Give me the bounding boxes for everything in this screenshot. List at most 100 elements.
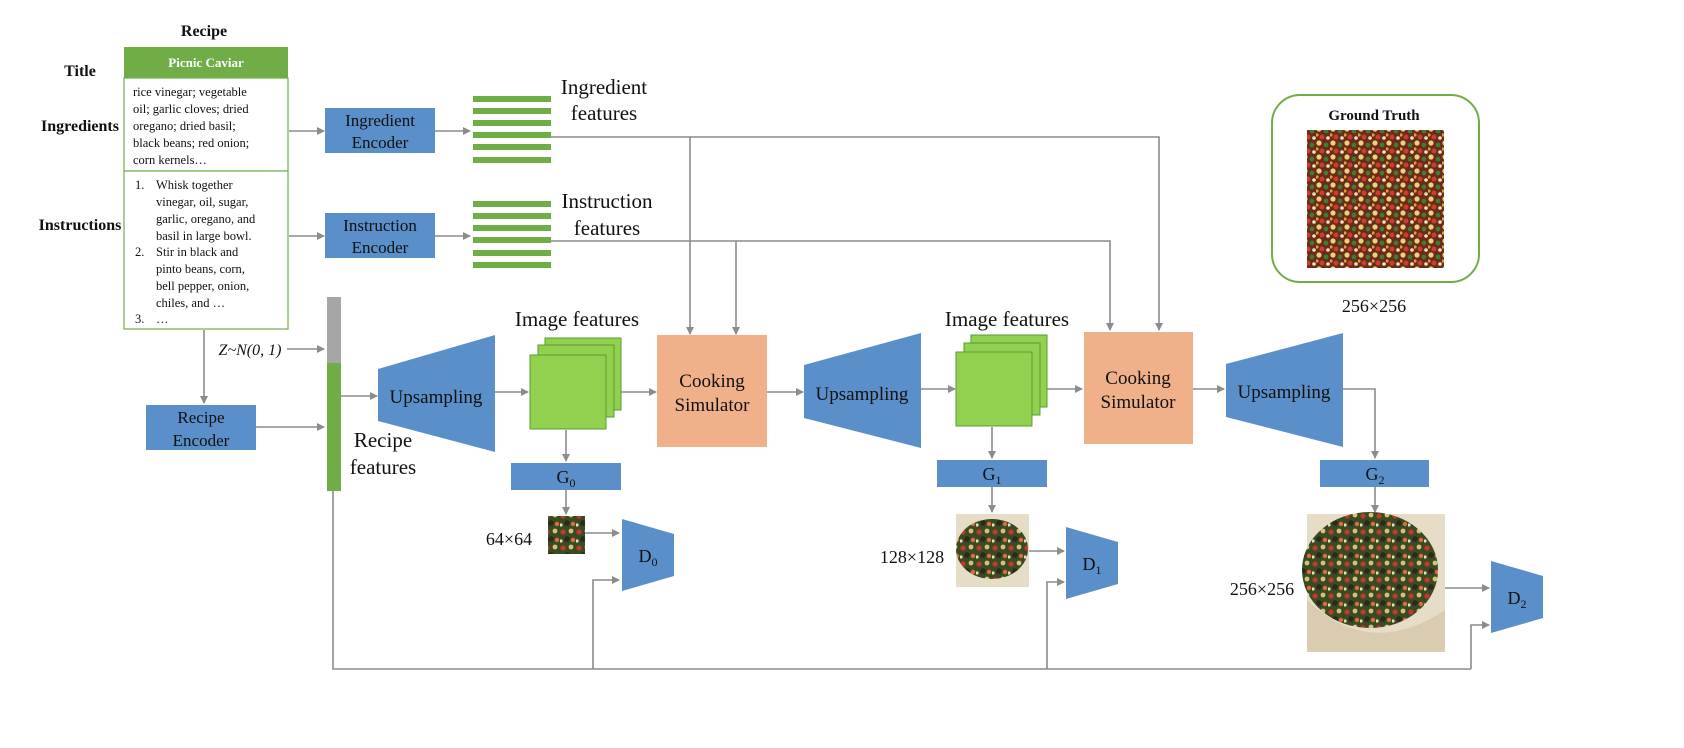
instruction-encoder: Instruction Encoder <box>325 213 435 258</box>
ingredient-encoder-label: Ingredient <box>345 111 415 130</box>
arrow-cond-to-d0 <box>592 576 620 669</box>
discriminator-d1: D1 <box>1066 527 1118 599</box>
generator-g0: G0 <box>511 463 621 490</box>
resolution-label-64: 64×64 <box>486 529 532 549</box>
instruction-features-stripes <box>473 201 551 268</box>
instruction-line: chiles, and … <box>156 296 225 310</box>
connectors <box>200 127 1490 670</box>
generator-g1: G1 <box>937 460 1047 487</box>
row-title-title: Title <box>64 63 96 80</box>
ingredient-features-stripes <box>473 96 551 163</box>
ingredient-features-label: Ingredient <box>561 75 647 99</box>
generator-g0-box <box>511 463 621 490</box>
arrow-instr-features-to-sim2 <box>736 240 1114 331</box>
instruction-encoder-label: Encoder <box>352 238 409 257</box>
instruction-line: basil in large bowl. <box>156 229 252 243</box>
discriminator-d0-shape <box>622 519 674 591</box>
instruction-encoder-box <box>325 213 435 258</box>
ingredient-features-label: features <box>571 101 637 125</box>
ingredients-line: oregano; dried basil; <box>133 119 236 133</box>
row-title-instructions: Instructions <box>39 217 122 234</box>
line-recipe-features-bottom <box>332 491 1471 670</box>
upsampling-label-3: Upsampling <box>1238 382 1331 403</box>
upsampling-block-2 <box>804 333 921 448</box>
arrow-cond-to-d2 <box>1470 621 1490 669</box>
instruction-line: Whisk together <box>156 178 234 192</box>
generated-image-64 <box>548 516 585 554</box>
row-title-ingredients: Ingredients <box>41 118 119 135</box>
recipe-title-text: Picnic Caviar <box>168 55 244 70</box>
recipe-encoder-label: Encoder <box>173 431 230 450</box>
ground-truth-image <box>1307 130 1444 268</box>
generator-g1-label: G1 <box>983 464 1002 487</box>
arrow-ingr-features-to-sim2 <box>690 136 1163 331</box>
recipe-features-label: Recipe <box>354 428 412 452</box>
generator-g1-box <box>937 460 1047 487</box>
instruction-line: pinto beans, corn, <box>156 262 245 276</box>
discriminator-d1-shape <box>1066 527 1118 599</box>
upsampling-label-2: Upsampling <box>816 384 909 405</box>
instruction-features-label: Instruction <box>562 189 653 213</box>
cooking-simulator-2: Cooking Simulator <box>1084 332 1193 444</box>
cooking-simulator-label-1: Simulator <box>675 395 751 416</box>
cooking-simulator-box-2 <box>1084 332 1193 444</box>
instruction-line: vinegar, oil, sugar, <box>156 195 248 209</box>
discriminator-d2-label: D2 <box>1508 588 1527 611</box>
instruction-encoder-label: Instruction <box>343 216 417 235</box>
instruction-number: 1. <box>135 178 144 192</box>
recipe-title-bar <box>124 47 288 78</box>
generator-g2-label: G2 <box>1366 464 1385 487</box>
arrow-cond-to-d1 <box>1046 578 1065 669</box>
recipe-features-label: features <box>350 455 416 479</box>
discriminator-d0-label: D0 <box>639 546 658 569</box>
recipe-header: Recipe <box>181 23 227 40</box>
ground-truth-resolution: 256×256 <box>1342 296 1406 316</box>
generator-g0-label: G0 <box>557 467 576 490</box>
ground-truth-label: Ground Truth <box>1328 108 1420 124</box>
discriminator-d2-shape <box>1491 561 1543 633</box>
ingredients-line: black beans; red onion; <box>133 136 249 150</box>
recipe-encoder: Recipe Encoder <box>146 405 256 450</box>
image-features-stack-1 <box>529 337 622 430</box>
ingredient-encoder-box <box>325 108 435 153</box>
resolution-label-128: 128×128 <box>880 547 944 567</box>
upsampling-block-1 <box>378 335 495 452</box>
generator-g2-box <box>1320 460 1429 487</box>
image-features-label-1: Image features <box>515 307 639 331</box>
discriminator-d2: D2 <box>1491 561 1543 633</box>
discriminator-d0: D0 <box>622 519 674 591</box>
recipe-text-box <box>123 77 289 330</box>
instruction-number: 3. <box>135 312 144 326</box>
instruction-line: garlic, oregano, and <box>156 212 256 226</box>
upsampling-label-1: Upsampling <box>390 387 483 408</box>
noise-vector-segment <box>327 297 341 363</box>
cooking-simulator-label-2: Cooking <box>1105 368 1171 389</box>
discriminator-d1-label: D1 <box>1083 554 1102 577</box>
generated-image-256 <box>1302 512 1445 652</box>
ground-truth-panel: Ground Truth <box>1271 94 1480 283</box>
recipe-feature-vector <box>327 363 341 491</box>
ingredients-text: rice vinegar; vegetable oil; garlic clov… <box>133 85 249 167</box>
ingredient-encoder: Ingredient Encoder <box>325 108 435 153</box>
arrow-up3-to-g2 <box>1343 388 1379 459</box>
ingredients-line: corn kernels… <box>133 153 207 167</box>
instructions-text: 1. Whisk together vinegar, oil, sugar, g… <box>135 178 256 326</box>
recipe-encoder-label: Recipe <box>177 408 224 427</box>
instruction-line: bell pepper, onion, <box>156 279 249 293</box>
generator-g2: G2 <box>1320 460 1429 487</box>
ingredient-encoder-label: Encoder <box>352 133 409 152</box>
cooking-simulator-box-1 <box>657 335 767 447</box>
cooking-simulator-1: Cooking Simulator <box>657 335 767 447</box>
ingredients-line: oil; garlic cloves; dried <box>133 102 249 116</box>
cooking-simulator-label-1: Cooking <box>679 371 745 392</box>
instruction-line: … <box>156 312 169 326</box>
resolution-label-256: 256×256 <box>1230 579 1294 599</box>
noise-label: Z~N(0, 1) <box>219 342 282 359</box>
instruction-features-label: features <box>574 216 640 240</box>
instruction-number: 2. <box>135 245 144 259</box>
upsampling-block-3 <box>1226 333 1343 447</box>
cooking-simulator-label-2: Simulator <box>1101 392 1177 413</box>
image-features-label-2: Image features <box>945 307 1069 331</box>
instruction-line: Stir in black and <box>156 245 239 259</box>
